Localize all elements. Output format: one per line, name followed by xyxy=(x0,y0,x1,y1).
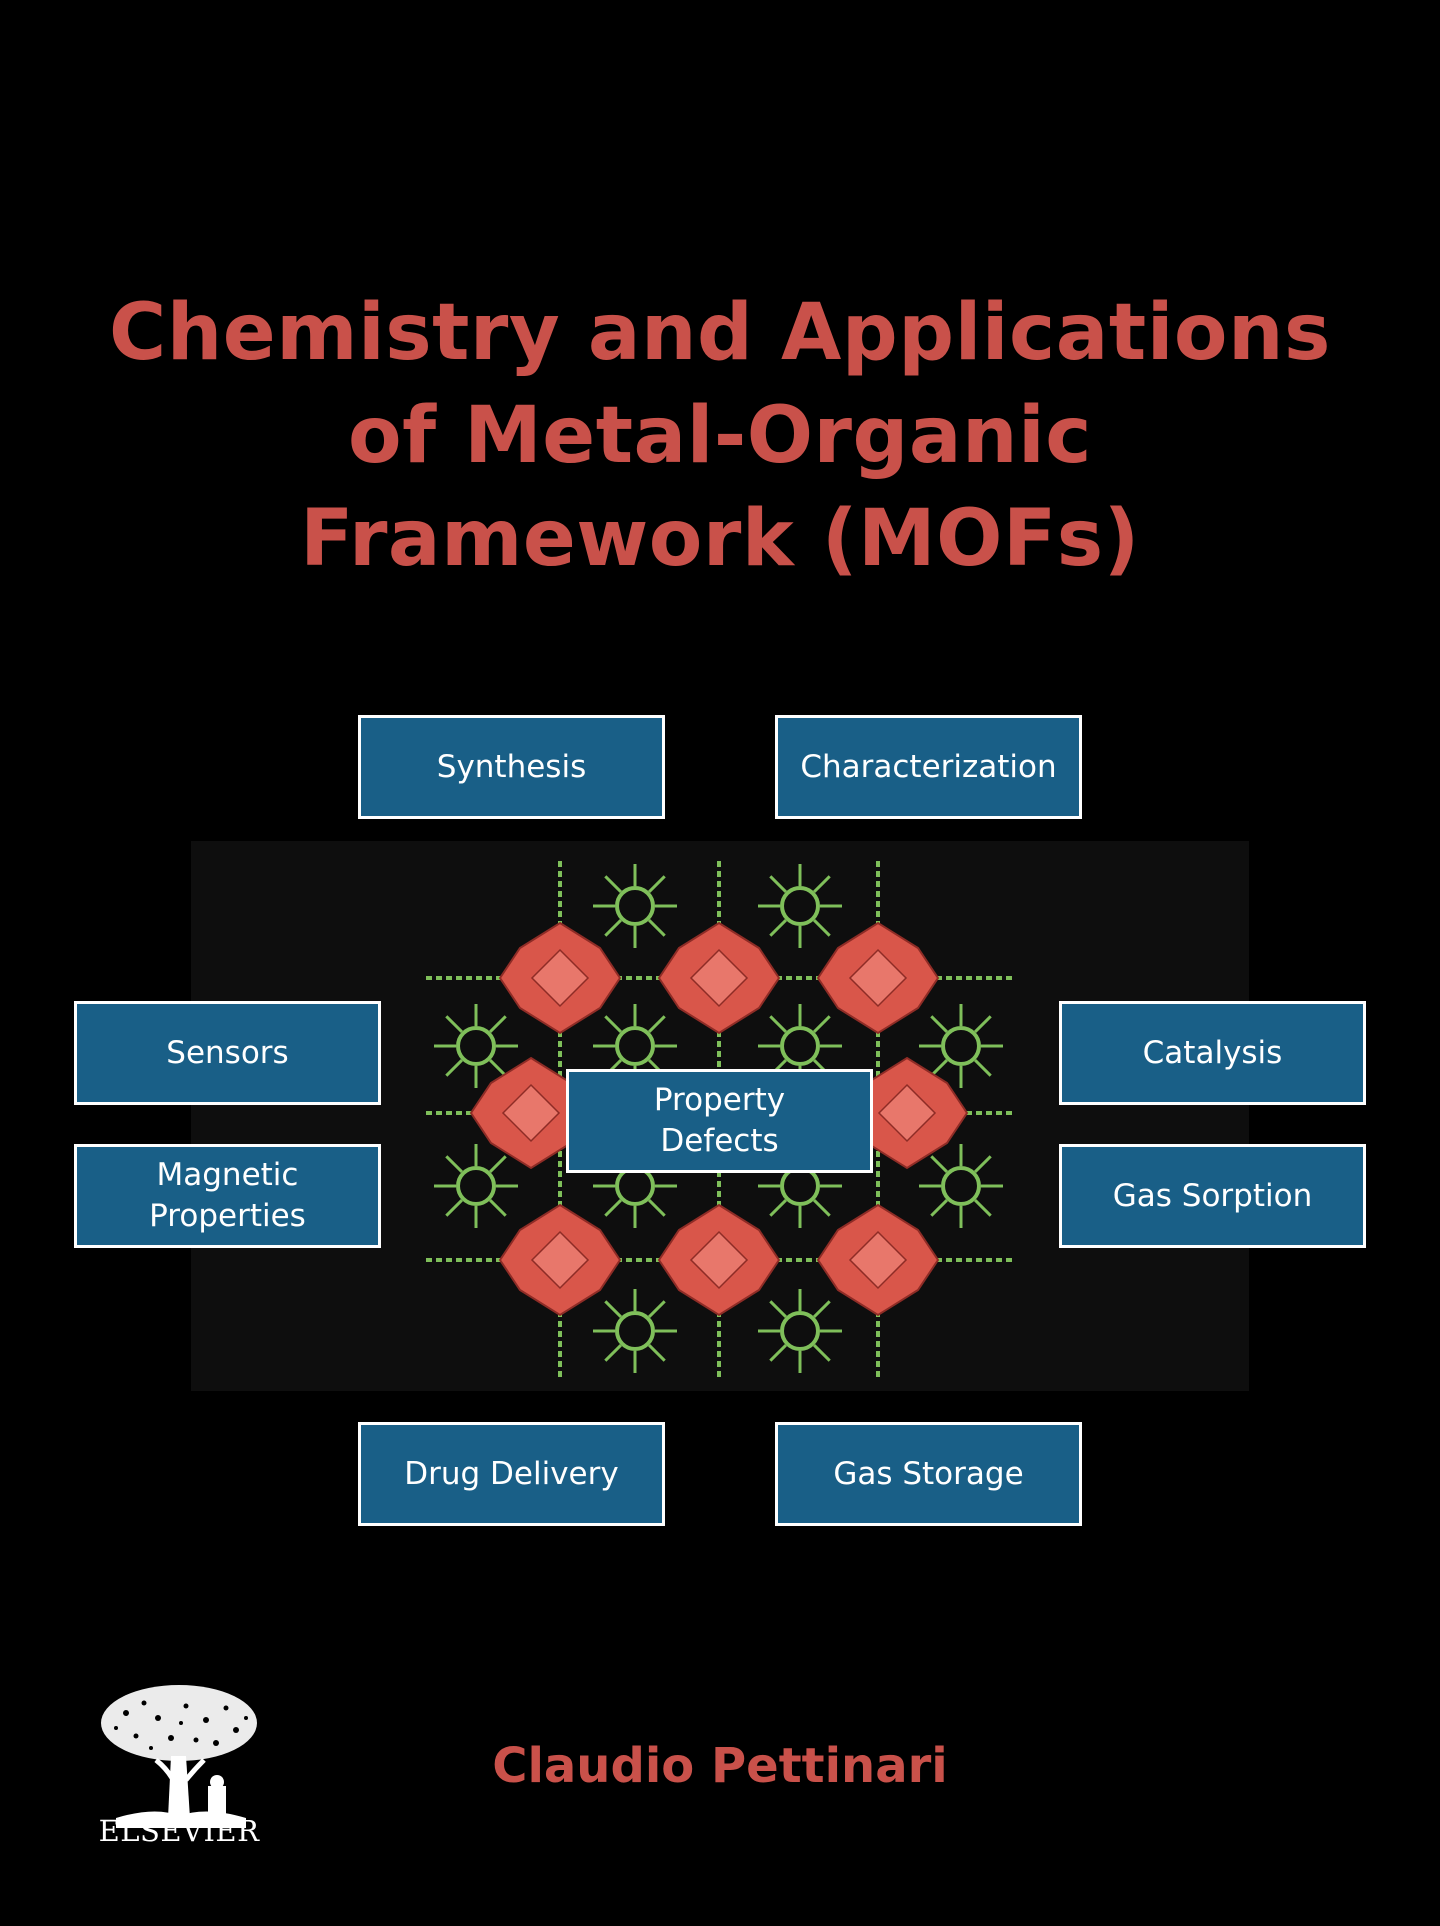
topic-property-defects: Property Defects xyxy=(566,1069,873,1173)
linker-arm xyxy=(489,1015,507,1033)
linker-arm xyxy=(648,1015,666,1033)
topic-gas-storage: Gas Storage xyxy=(775,1422,1082,1526)
linker-arm xyxy=(648,1300,666,1318)
linker-ring xyxy=(615,1166,655,1206)
linker-arm xyxy=(648,1199,666,1217)
topic-catalysis: Catalysis xyxy=(1059,1001,1366,1105)
metal-node-face xyxy=(689,1230,749,1290)
linker-ring xyxy=(780,1026,820,1066)
linker-ring xyxy=(615,1026,655,1066)
linker-arm xyxy=(813,875,831,893)
linker-arm xyxy=(813,1199,831,1217)
mof-structure-image xyxy=(191,841,1249,1391)
linker-arm xyxy=(769,1344,787,1362)
linker-arm xyxy=(930,1199,948,1217)
linker-arm xyxy=(974,1059,992,1077)
linker-arm xyxy=(445,1155,463,1173)
title-line-3: Framework (MOFs) xyxy=(300,494,1140,584)
linker-arm xyxy=(604,1344,622,1362)
linker-arm xyxy=(930,1155,948,1173)
publisher-name: ELSEVIER xyxy=(98,1814,260,1848)
linker-arm xyxy=(769,919,787,937)
linker-arm xyxy=(974,1015,992,1033)
linker-ring xyxy=(456,1166,496,1206)
linker-arm xyxy=(604,1300,622,1318)
title-line-2: of Metal-Organic xyxy=(348,391,1092,481)
mof-structure-graphic xyxy=(426,861,1013,1381)
metal-node-face xyxy=(848,1230,908,1290)
linker-arm xyxy=(769,1300,787,1318)
book-title: Chemistry and Applications of Metal-Orga… xyxy=(0,282,1440,591)
linker-arm xyxy=(769,1199,787,1217)
linker-arm xyxy=(813,1344,831,1362)
topic-magnetic-properties: Magnetic Properties xyxy=(74,1144,381,1248)
linker-arm xyxy=(648,875,666,893)
linker-arm xyxy=(604,875,622,893)
linker-arm xyxy=(930,1059,948,1077)
linker-arm xyxy=(813,919,831,937)
linker-arm xyxy=(489,1155,507,1173)
topic-characterization: Characterization xyxy=(775,715,1082,819)
linker-arm xyxy=(974,1155,992,1173)
tree-logo-icon xyxy=(101,1685,257,1828)
linker-arm xyxy=(769,1015,787,1033)
metal-node-face xyxy=(530,948,590,1008)
metal-node-face xyxy=(689,948,749,1008)
metal-node-face xyxy=(501,1083,561,1143)
linker-arm xyxy=(604,1199,622,1217)
linker-arm xyxy=(648,919,666,937)
linker-ring xyxy=(615,1311,655,1351)
linker-arm xyxy=(648,1344,666,1362)
linker-ring xyxy=(780,1311,820,1351)
linker-arm xyxy=(445,1199,463,1217)
linker-ring xyxy=(941,1026,981,1066)
linker-arm xyxy=(813,1300,831,1318)
metal-node-face xyxy=(848,948,908,1008)
linker-ring xyxy=(941,1166,981,1206)
linker-arm xyxy=(489,1199,507,1217)
linker-arm xyxy=(604,919,622,937)
linker-arm xyxy=(769,875,787,893)
linker-arm xyxy=(489,1059,507,1077)
linker-ring xyxy=(615,886,655,926)
metal-node-face xyxy=(530,1230,590,1290)
topic-sensors: Sensors xyxy=(74,1001,381,1105)
linker-arm xyxy=(445,1015,463,1033)
topic-gas-sorption: Gas Sorption xyxy=(1059,1144,1366,1248)
linker-arm xyxy=(974,1199,992,1217)
linker-ring xyxy=(780,1166,820,1206)
topic-synthesis: Synthesis xyxy=(358,715,665,819)
linker-arm xyxy=(930,1015,948,1033)
title-line-1: Chemistry and Applications xyxy=(109,288,1331,378)
linker-ring xyxy=(780,886,820,926)
linker-arm xyxy=(604,1015,622,1033)
linker-arm xyxy=(813,1015,831,1033)
linker-arm xyxy=(445,1059,463,1077)
linker-ring xyxy=(456,1026,496,1066)
topic-drug-delivery: Drug Delivery xyxy=(358,1422,665,1526)
author-name: Claudio Pettinari xyxy=(492,1738,948,1794)
metal-node-face xyxy=(877,1083,937,1143)
